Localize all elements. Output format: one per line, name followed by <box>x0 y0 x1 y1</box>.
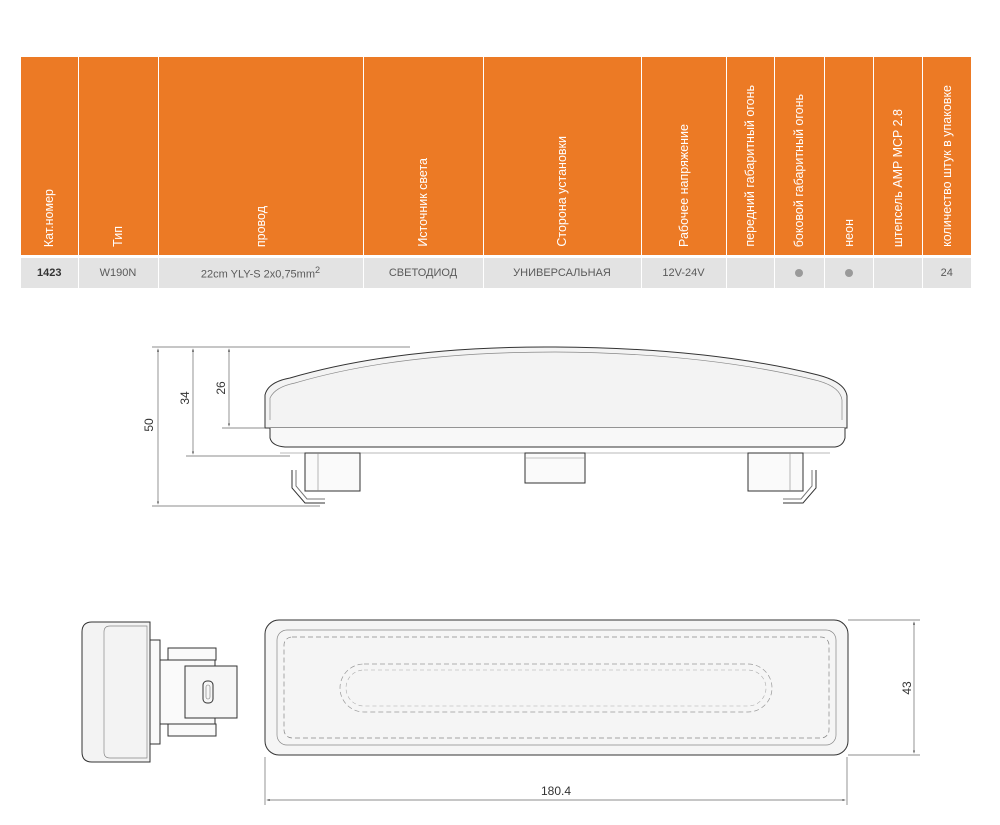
dim-height-body: 26 <box>214 381 228 395</box>
dim-height-total: 50 <box>142 418 156 432</box>
cell-side-marker <box>774 258 825 288</box>
cell-qty: 24 <box>922 258 971 288</box>
table-row: 1423 W190N 22cm YLY-S 2x0,75mm2 СВЕТОДИО… <box>21 258 971 288</box>
header-cell: боковой габаритный огонь <box>774 57 825 255</box>
dim-depth: 43 <box>900 681 914 695</box>
header-cell: Источник света <box>363 57 484 255</box>
cell-voltage: 12V-24V <box>641 258 727 288</box>
header-cell: Кат.номер <box>21 57 79 255</box>
header-cell: Сторона установки <box>483 57 642 255</box>
header-cell: провод <box>158 57 364 255</box>
cell-install-side: УНИВЕРСАЛЬНАЯ <box>483 258 642 288</box>
dim-height-mid: 34 <box>178 391 192 405</box>
cell-type: W190N <box>78 258 159 288</box>
cell-plug <box>873 258 923 288</box>
header-cell: количество штук в упаковке <box>922 57 971 255</box>
cell-neon <box>824 258 874 288</box>
header-cell: Рабочее напряжение <box>641 57 727 255</box>
length-depth-dimensions <box>264 619 920 805</box>
wire-text: 22cm YLY-S 2x0,75mm <box>200 268 316 281</box>
header-cell: Тип <box>78 57 159 255</box>
wire-superscript: 2 <box>315 265 321 276</box>
side-view <box>264 346 848 504</box>
header-row: Кат.номер Тип провод Источник света Стор… <box>21 57 971 255</box>
cell-front-marker <box>726 258 775 288</box>
spec-table: Кат.номер Тип провод Источник света Стор… <box>21 57 971 288</box>
header-cell: штепсель AMP MCP 2.8 <box>873 57 923 255</box>
separator-row <box>21 255 971 258</box>
top-view <box>264 619 849 756</box>
header-cell: передний габаритный огонь <box>726 57 775 255</box>
cell-wire: 22cm YLY-S 2x0,75mm2 <box>158 258 364 288</box>
header-cell: неон <box>824 57 874 255</box>
dot-icon <box>844 269 853 278</box>
height-dimensions <box>152 346 410 507</box>
end-view <box>81 621 238 763</box>
dim-length: 180.4 <box>541 784 571 798</box>
cell-cat-number: 1423 <box>21 258 79 288</box>
cell-light-source: СВЕТОДИОД <box>363 258 484 288</box>
dot-icon <box>795 269 803 278</box>
